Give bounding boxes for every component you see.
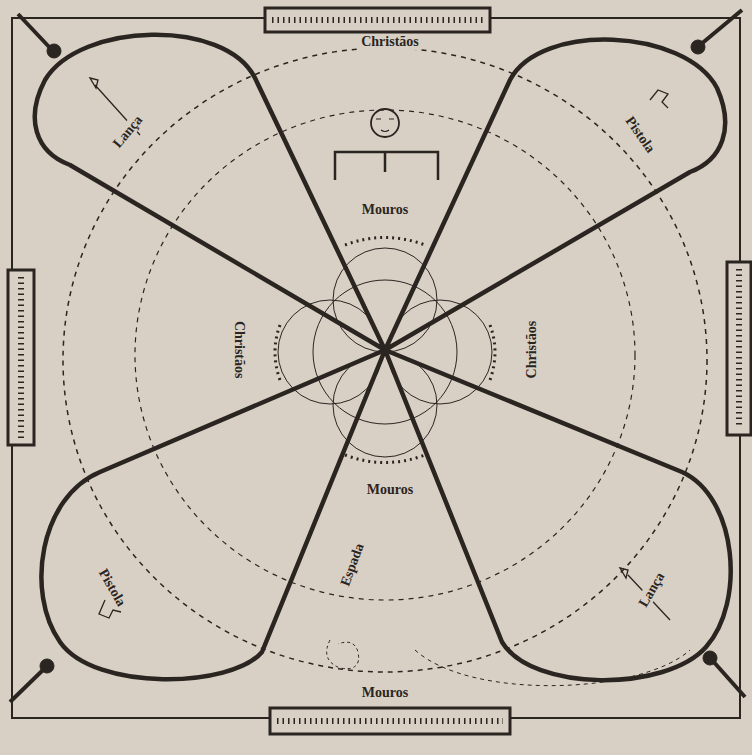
small-circle — [333, 353, 437, 457]
small-circle — [313, 280, 457, 424]
floor-label: Christãos — [232, 319, 247, 381]
dashed-circle — [63, 48, 707, 672]
dotted-arc — [345, 238, 425, 246]
bench — [8, 270, 34, 445]
dotted-arc — [490, 325, 495, 380]
bench — [265, 8, 490, 32]
corner-pin — [40, 659, 54, 673]
floor-label: Christãos — [524, 319, 539, 381]
corner-pin — [712, 660, 745, 697]
floor-label: Mouros — [360, 685, 410, 700]
bench — [18, 277, 24, 438]
bench — [272, 17, 483, 23]
head-figure — [371, 109, 399, 137]
dotted-arc — [275, 325, 280, 380]
corner-pin — [47, 44, 61, 58]
bench — [736, 269, 742, 428]
bench — [270, 708, 510, 734]
small-circle — [388, 300, 492, 404]
dotted-arc — [345, 455, 425, 463]
corner-pin — [700, 10, 742, 45]
corner-pin — [691, 40, 705, 54]
floor-label: Pistola — [621, 112, 659, 157]
corner-pin — [703, 651, 717, 665]
floor-label: Espada — [336, 540, 367, 591]
bracket — [335, 152, 438, 180]
loop-path — [385, 40, 725, 350]
dashed-path — [415, 650, 690, 686]
floor-label: Lança — [109, 111, 147, 153]
head-figure — [376, 119, 394, 132]
floor-label: Pistola — [94, 565, 130, 611]
frame — [12, 18, 740, 718]
floor-label: Mouros — [365, 482, 415, 497]
floor-label: Mouros — [360, 202, 410, 217]
floor-label: Lança — [635, 568, 669, 612]
small-circle — [333, 248, 437, 352]
lance-symbol — [620, 568, 670, 620]
small-circle — [278, 300, 382, 404]
floor-label: Christãos — [359, 34, 421, 49]
corner-pin — [18, 14, 52, 50]
pistol-symbol — [650, 90, 668, 108]
corner-pin — [10, 668, 45, 702]
bench — [277, 718, 503, 724]
bench — [727, 262, 751, 435]
sword-path — [327, 640, 359, 669]
